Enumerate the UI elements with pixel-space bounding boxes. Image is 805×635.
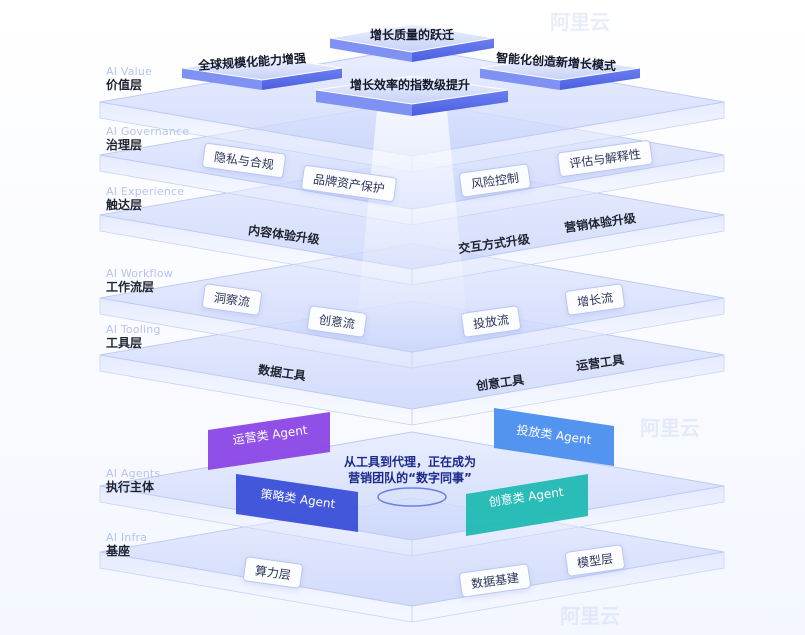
- agent-tile-ads: [494, 408, 614, 466]
- watermark: 阿里云: [550, 10, 610, 34]
- value-block-side: [182, 68, 262, 90]
- layer-label-experience: AI Experience 触达层: [106, 185, 185, 212]
- layer-en-label: AI Tooling: [106, 323, 161, 336]
- value-block-side: [330, 38, 412, 62]
- value-block-side: [560, 68, 640, 90]
- layer-zh-label: 治理层: [106, 137, 143, 152]
- layer-label-workflow: AI Workflow 工作流层: [106, 267, 173, 294]
- layer-en-label: AI Workflow: [106, 267, 173, 280]
- value-block: [329, 23, 495, 53]
- value-block-label: 增长质量的跃迁: [370, 28, 455, 42]
- layer-zh-label: 工作流层: [106, 279, 155, 294]
- agent-tile-strategy: [236, 474, 358, 532]
- value-block: [181, 55, 343, 81]
- layer-en-label: AI Agents: [106, 467, 161, 480]
- layer-label-governance: AI Governance 治理层: [106, 125, 190, 152]
- layer-en-label: AI Infra: [106, 531, 148, 544]
- layer-zh-label: 工具层: [106, 335, 143, 350]
- agents-callout-line: 从工具到代理，正在成为: [343, 455, 476, 469]
- layer-zh-label: 执行主体: [106, 479, 155, 494]
- layer-label-infra: AI Infra 基座: [106, 531, 148, 558]
- layer-label-tooling: AI Tooling 工具层: [106, 323, 161, 350]
- layer-label-agents: AI Agents 执行主体: [106, 467, 161, 494]
- watermark: 阿里云: [640, 416, 700, 440]
- value-block-side: [412, 90, 508, 116]
- value-block: [479, 55, 641, 81]
- value-block: [315, 75, 509, 105]
- light-beam: [354, 100, 470, 350]
- agents-callout-line: 营销团队的“数字同事”: [348, 471, 472, 486]
- value-block-label: 增长效率的指数级提升: [350, 78, 471, 92]
- layer-label-value: AI Value 价值层: [106, 65, 153, 92]
- layer-zh-label: 基座: [106, 543, 131, 558]
- layer-en-label: AI Value: [106, 65, 153, 78]
- layer-en-label: AI Experience: [106, 185, 185, 198]
- layer-en-label: AI Governance: [106, 125, 190, 138]
- value-block-side: [412, 38, 494, 62]
- agents-callout: 从工具到代理，正在成为 营销团队的“数字同事”: [330, 454, 490, 486]
- value-block-side: [262, 68, 342, 90]
- value-block-side: [316, 90, 412, 116]
- agent-tile-ops: [208, 412, 330, 470]
- layer-zh-label: 价值层: [106, 77, 143, 92]
- layer-zh-label: 触达层: [106, 197, 143, 212]
- agent-tile-creative: [466, 474, 588, 536]
- watermark: 阿里云: [560, 604, 620, 628]
- value-block-side: [480, 68, 560, 90]
- agent-ring: [377, 487, 447, 507]
